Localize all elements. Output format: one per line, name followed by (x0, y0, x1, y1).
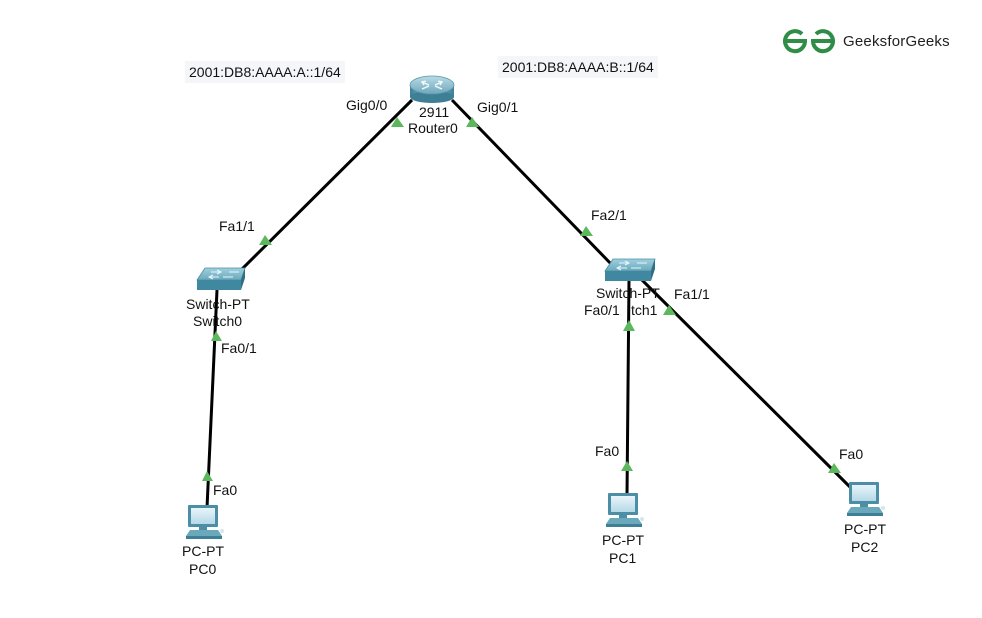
pc2-model-label: PC-PT (844, 521, 886, 537)
link-up-indicator (211, 331, 222, 341)
port-label-switch1-fa11: Fa1/1 (674, 286, 710, 302)
link-up-indicator (828, 463, 841, 473)
link-up-indicator (623, 320, 635, 331)
link-up-indicator (259, 235, 272, 245)
switch0-name-label: Switch0 (193, 313, 243, 329)
pc1-name-label: PC1 (609, 550, 637, 566)
note-ipv6-left[interactable]: 2001:DB8:AAAA:A::1/64 (185, 61, 345, 83)
switch-icon[interactable] (604, 258, 656, 281)
gfg-logo-icon (783, 29, 835, 54)
link-switch1-pc2[interactable] (638, 276, 853, 490)
port-label-gig01: Gig0/1 (477, 99, 519, 115)
pc2-name-label: PC2 (851, 539, 879, 555)
port-label-switch0-fa01: Fa0/1 (221, 340, 257, 356)
pc-icon[interactable] (847, 482, 885, 516)
link-up-indicator (621, 461, 633, 471)
router-icon[interactable] (409, 75, 455, 103)
port-label-pc2-fa0: Fa0 (839, 446, 864, 462)
link-up-indicator (466, 117, 479, 127)
note-ipv6-right[interactable]: 2001:DB8:AAAA:B::1/64 (498, 56, 658, 78)
brand-name: GeeksforGeeks (843, 32, 950, 50)
link-router-switch0[interactable] (231, 98, 414, 280)
link-up-indicator (391, 117, 404, 127)
link-router-switch1[interactable] (450, 98, 616, 269)
pc-icon[interactable] (186, 505, 224, 539)
brand-logo: GeeksforGeeks (783, 28, 950, 54)
link-up-indicator (202, 471, 213, 481)
pc0-model-label: PC-PT (182, 543, 224, 559)
pc1-model-label: PC-PT (602, 532, 644, 548)
port-label-switch1-fa01: Fa0/1 (584, 302, 620, 318)
port-label-gig00: Gig0/0 (346, 97, 388, 113)
port-label-pc0-fa0: Fa0 (213, 482, 238, 498)
link-switch0-pc0[interactable] (205, 289, 219, 509)
pc0-name-label: PC0 (189, 561, 217, 577)
router-model-label: 2911 (419, 104, 450, 120)
switch1-model-label: Switch-PT (596, 285, 660, 301)
port-label-switch1-fa21: Fa2/1 (591, 207, 627, 223)
link-switch1-pc1[interactable] (625, 279, 631, 497)
link-up-indicator (580, 226, 593, 236)
pc-icon[interactable] (606, 493, 644, 527)
switch-icon[interactable] (196, 267, 246, 290)
link-up-indicator (663, 305, 676, 315)
switch0-model-label: Switch-PT (186, 296, 250, 312)
port-label-switch0-fa11: Fa1/1 (219, 218, 255, 234)
port-label-pc1-fa0: Fa0 (595, 443, 620, 459)
router-name-label: Router0 (408, 120, 458, 136)
switch1-name-label: tch1 (631, 302, 658, 318)
